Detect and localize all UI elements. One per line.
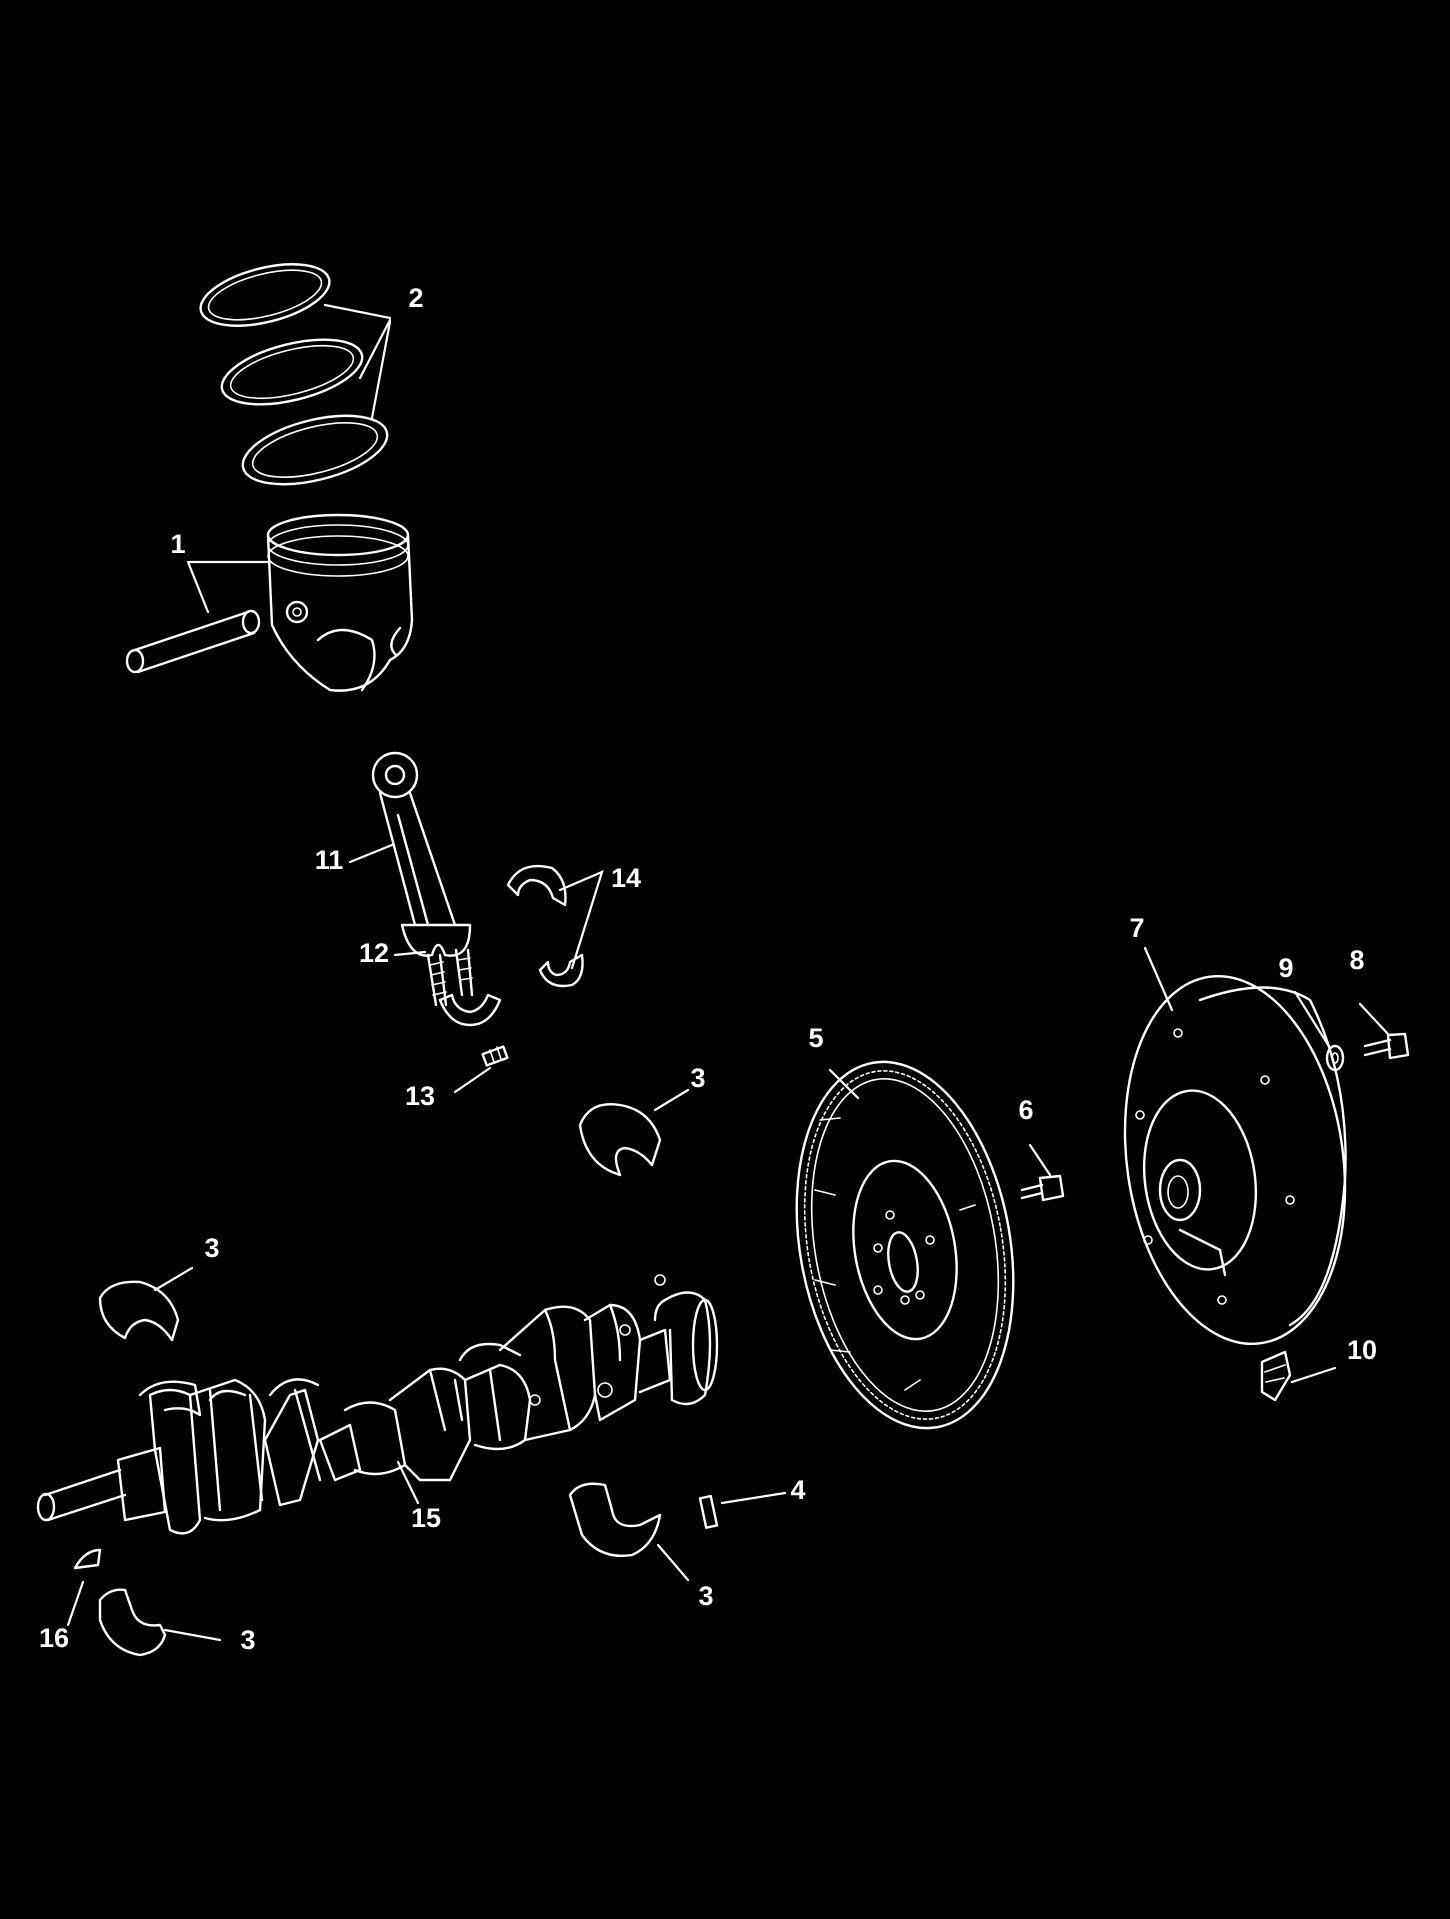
- main-bearing-lower-middle: [568, 1482, 662, 1557]
- callout-13: 13: [405, 1081, 435, 1111]
- connecting-rod: [371, 751, 472, 957]
- callout-6: 6: [1018, 1095, 1033, 1125]
- washer-9: [1325, 1044, 1345, 1072]
- piston: [266, 513, 414, 692]
- callout-14: 14: [611, 863, 641, 893]
- bolt-8: [1363, 1032, 1410, 1060]
- main-bearing-upper-right: [578, 1103, 662, 1177]
- callout-3-a: 3: [690, 1063, 705, 1093]
- callout-16: 16: [39, 1623, 69, 1653]
- wrist-pin: [125, 609, 261, 674]
- adapter-plate: [1123, 974, 1347, 1346]
- pin-4: [698, 1494, 719, 1529]
- crankshaft: [36, 1274, 719, 1535]
- callout-4: 4: [790, 1475, 805, 1505]
- callout-numbers: 1 2 3 3 3 3 4 5 6 7 8 9 10 11 12 13 14 1…: [39, 283, 1377, 1655]
- callout-7: 7: [1129, 913, 1144, 943]
- piston-rings: [199, 263, 389, 486]
- main-bearing-upper-left: [98, 1280, 180, 1342]
- main-bearing-lower-left: [98, 1588, 167, 1657]
- callout-10: 10: [1347, 1335, 1377, 1365]
- rod-bolts: [426, 948, 474, 1007]
- callout-15: 15: [411, 1503, 441, 1533]
- callout-3-b: 3: [204, 1233, 219, 1263]
- callout-3-c: 3: [698, 1581, 713, 1611]
- callout-2: 2: [408, 283, 423, 313]
- callout-1: 1: [170, 529, 185, 559]
- callout-11: 11: [315, 845, 344, 875]
- flexplate: [795, 1060, 1015, 1430]
- leader-lines: [66, 303, 1390, 1642]
- fitting-10: [1260, 1350, 1292, 1402]
- callout-8: 8: [1349, 945, 1364, 975]
- bolt-6: [1020, 1174, 1065, 1202]
- callout-9: 9: [1278, 953, 1293, 983]
- woodruff-key: [73, 1548, 102, 1570]
- callout-3-d: 3: [240, 1625, 255, 1655]
- callout-12: 12: [359, 938, 389, 968]
- dowel-13: [481, 1045, 509, 1067]
- callout-5: 5: [808, 1023, 823, 1053]
- rod-bearings: [438, 864, 584, 1027]
